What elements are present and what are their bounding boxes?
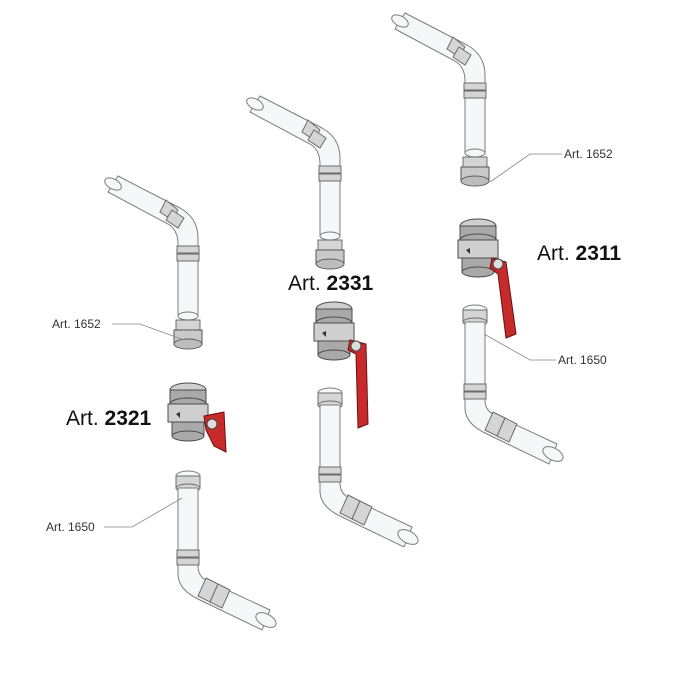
label-right-bottom-pipe: Art. 1650: [558, 353, 607, 367]
label-left-bottom-pipe: Art. 1650: [46, 520, 95, 534]
left-elbow-pipe: [102, 174, 203, 350]
middle-elbow-pipe: [244, 94, 345, 270]
right-ball-valve: [457, 218, 517, 339]
leader-line-left-1652: [112, 323, 185, 341]
article-label-middle-valve: Art. 2331: [288, 272, 373, 296]
middle-lower-pipe: [317, 387, 422, 548]
middle-lever-handle: [347, 339, 369, 429]
article-number: 2331: [326, 272, 374, 295]
right-elbow-pipe: [389, 11, 490, 187]
leader-line-right-1650: [483, 333, 556, 361]
leader-line-left-1650: [104, 497, 183, 528]
left-ball-valve: [167, 382, 227, 453]
middle-ball-valve: [313, 301, 369, 429]
article-number: 2311: [575, 242, 622, 265]
label-left-top-pipe: Art. 1652: [52, 317, 101, 331]
left-lower-pipe: [175, 470, 280, 631]
article-number: 2321: [104, 407, 152, 430]
article-prefix: Art.: [288, 272, 321, 295]
label-right-top-pipe: Art. 1652: [564, 147, 613, 161]
leader-line-right-1652: [489, 153, 562, 183]
article-prefix: Art.: [66, 407, 99, 430]
left-butterfly-handle: [203, 411, 227, 453]
article-label-right-valve: Art. 2311: [537, 242, 621, 266]
right-lever-handle: [489, 257, 517, 339]
article-label-left-valve: Art. 2321: [66, 407, 151, 431]
article-prefix: Art.: [537, 242, 570, 265]
